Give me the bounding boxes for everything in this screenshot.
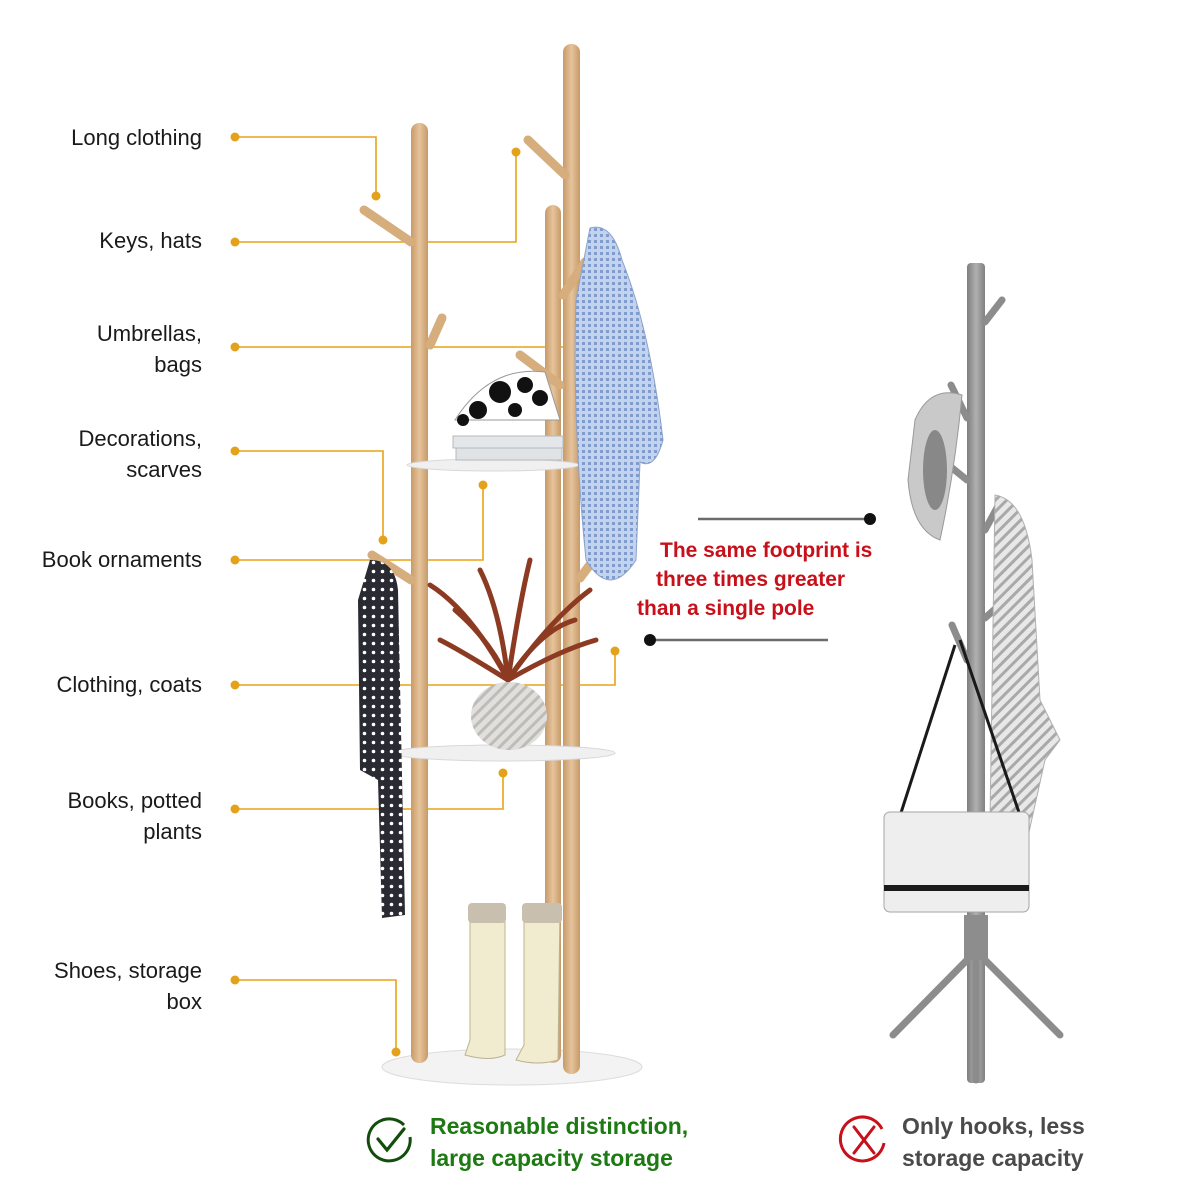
label-keys-hats: Keys, hats: [99, 228, 202, 253]
label-clothing-coats: Clothing, coats: [56, 672, 202, 697]
label-book-ornaments: Book ornaments: [41, 547, 202, 572]
check-circle-icon: [366, 1117, 412, 1163]
footprint-callout: The same footprint is three times greate…: [637, 539, 873, 620]
caption-large-capacity: Reasonable distinction, large capacity s…: [430, 1113, 689, 1171]
label-umbrellas-bags: Umbrellas, bags: [96, 321, 202, 377]
label-decorations-scarves: Decorations, scarves: [78, 426, 202, 482]
label-long-clothing: Long clothing: [71, 125, 202, 150]
caption-only-hooks: Only hooks, less storage capacity: [902, 1113, 1085, 1171]
x-circle-icon: [838, 1115, 886, 1163]
label-shoes-storage-box: Shoes, storage box: [54, 958, 202, 1014]
label-books-potted-plants: Books, potted plants: [67, 788, 202, 844]
